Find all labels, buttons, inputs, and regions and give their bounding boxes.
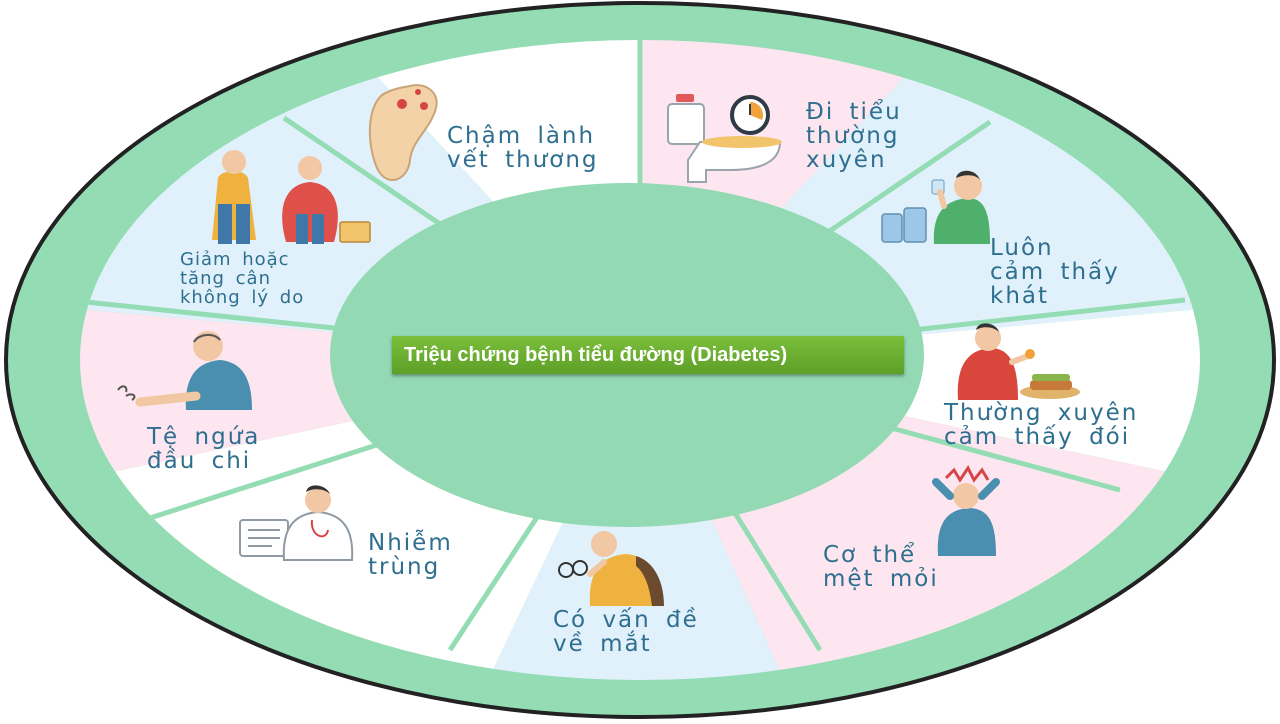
label-fatigue: Cơ thể mệt mỏi	[823, 542, 939, 592]
label-weight-change: Giảm hoặc tăng cân không lý do	[180, 249, 305, 308]
eating-man-icon	[957, 323, 1080, 400]
label-frequent-urination: Đi tiểu thường xuyên	[806, 99, 902, 173]
weight-change-couple-icon	[212, 150, 371, 244]
label-always-thirsty: Luôn cảm thấy khát	[990, 235, 1120, 309]
foot-wound-icon	[368, 84, 438, 182]
label-numbness: Tệ ngứa đầu chi	[147, 424, 261, 474]
glasses-man-icon	[558, 531, 664, 606]
toilet-clock-icon	[667, 94, 782, 183]
doctor-icon	[239, 485, 354, 561]
diagram-title: Triệu chứng bệnh tiểu đường (Diabetes)	[392, 336, 904, 374]
drinking-man-icon	[881, 170, 990, 244]
label-often-hungry: Thường xuyên cảm thấy đói	[944, 400, 1139, 450]
numb-hand-man-icon	[117, 331, 252, 410]
label-infection: Nhiễm trùng	[368, 530, 453, 580]
stressed-man-icon	[932, 465, 1000, 556]
label-slow-healing: Chậm lành vết thương	[447, 123, 599, 173]
label-vision-problems: Có vấn đề về mắt	[553, 607, 699, 657]
